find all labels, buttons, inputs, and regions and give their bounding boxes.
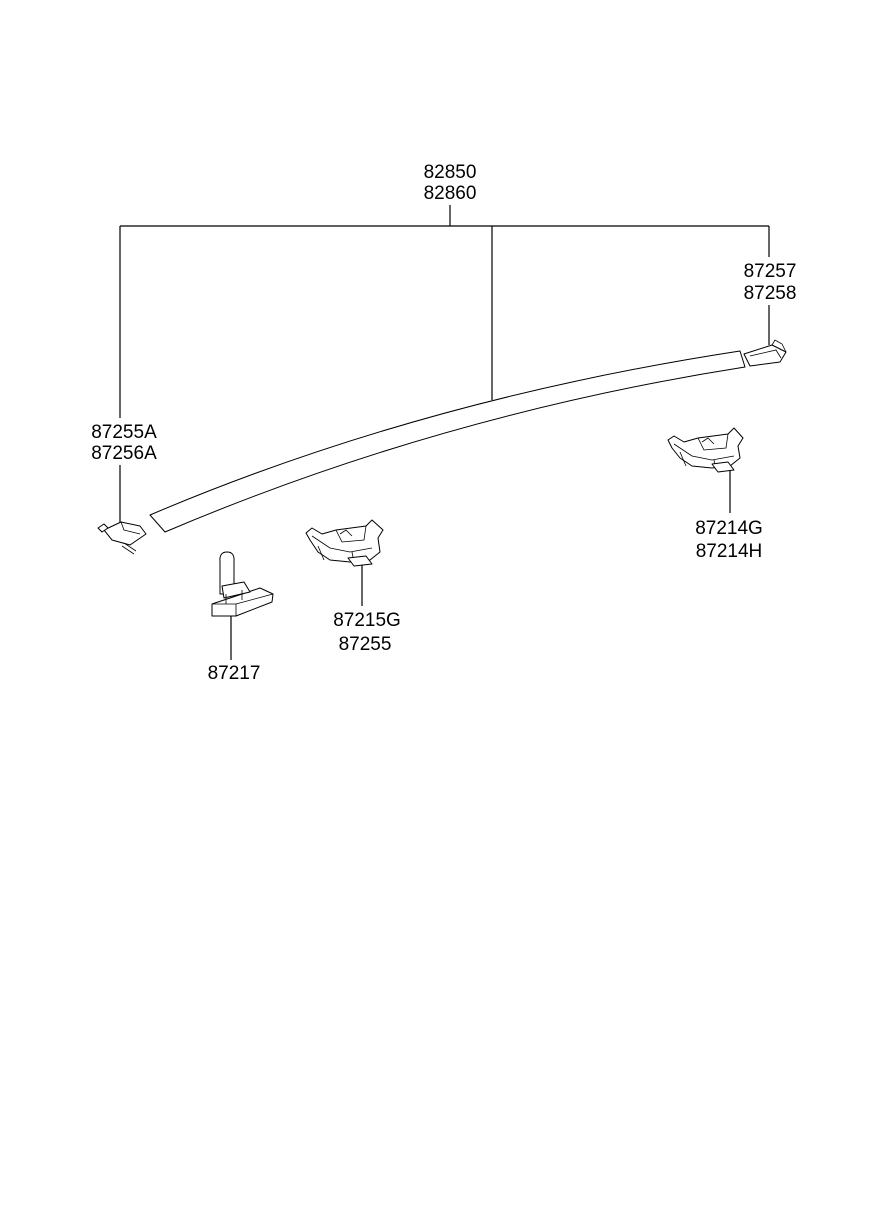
label-end-cap-front-b: 87258 bbox=[744, 283, 797, 304]
label-clip-center-b: 87255 bbox=[339, 634, 392, 655]
label-end-cap-rear-b: 87256A bbox=[91, 443, 157, 464]
fastener-part bbox=[211, 551, 274, 617]
label-clip-center-a: 87215G bbox=[333, 610, 401, 631]
label-clip-right-a: 87214G bbox=[695, 518, 763, 539]
clip-center-part bbox=[305, 519, 384, 567]
label-moulding-a: 82850 bbox=[424, 162, 477, 183]
clip-right-part bbox=[667, 427, 744, 473]
rear-end-cap bbox=[97, 521, 147, 555]
part-labels: 82850 82860 87257 87258 87255A 87256A 87… bbox=[91, 162, 796, 684]
label-clip-right-b: 87214H bbox=[696, 541, 763, 562]
leader-lines bbox=[119, 205, 770, 660]
label-end-cap-rear-a: 87255A bbox=[91, 422, 157, 443]
front-end-cap bbox=[743, 339, 787, 367]
roof-moulding bbox=[149, 350, 746, 533]
label-moulding-b: 82860 bbox=[424, 183, 477, 204]
label-end-cap-front-a: 87257 bbox=[744, 261, 797, 282]
label-fastener: 87217 bbox=[208, 663, 261, 684]
